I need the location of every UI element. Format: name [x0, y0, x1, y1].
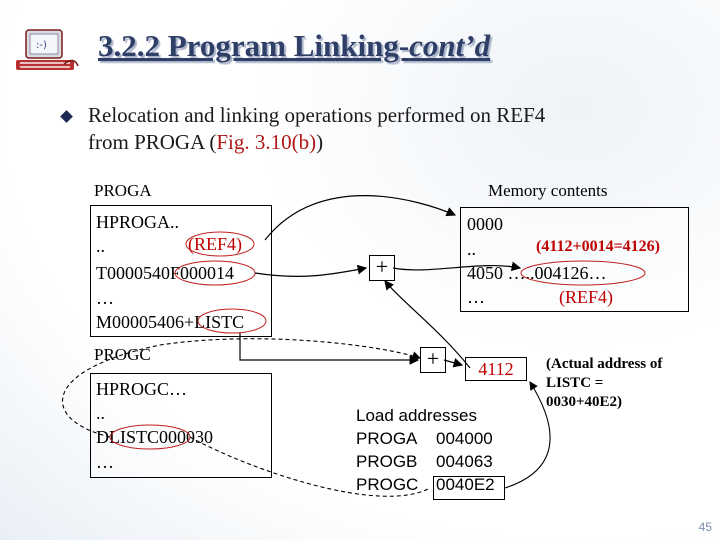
progc-d-record: DLISTC000030	[96, 427, 213, 447]
note-line-3: 0030+40E2)	[546, 394, 623, 410]
note-line-1: (Actual address of	[546, 356, 663, 372]
memory-label: Memory contents	[488, 181, 608, 200]
memory-line-1: 0000	[467, 214, 503, 234]
bullet-line-1: Relocation and linking operations perfor…	[88, 103, 546, 127]
progc-address-box	[433, 476, 505, 500]
arrow-4112-to-plus	[384, 280, 471, 369]
page-number: 45	[698, 520, 712, 534]
svg-text::-): :-)	[36, 40, 47, 51]
plus-box-1: +	[369, 255, 395, 281]
proga-line-2: ..	[96, 236, 105, 256]
bullet-line-2: from PROGA (Fig. 3.10(b))	[88, 130, 324, 154]
memory-box	[460, 207, 689, 312]
circle-memory-value	[520, 260, 646, 286]
memory-ref4: (REF4)	[559, 287, 613, 307]
proga-ref4: (REF4)	[188, 234, 242, 254]
arrow-tvalue-to-plus	[254, 264, 368, 277]
memory-line-2: ..	[467, 239, 476, 259]
arrow-ref4-to-memory	[264, 195, 457, 241]
bullet-text: Relocation and linking operations perfor…	[88, 102, 688, 156]
memory-calculation: (4112+0014=4126)	[536, 238, 661, 255]
memory-line-ellipsis: …	[467, 287, 485, 307]
dashed-arrow-progc-listc	[61, 338, 422, 438]
proga-label: PROGA	[94, 181, 152, 200]
actual-address-note: (Actual address of LISTC = 0030+40E2)	[546, 355, 662, 412]
proga-m-record: M00005406+LISTC	[96, 312, 245, 332]
circle-ref4-proga	[185, 231, 255, 257]
arrow-listc-line	[239, 333, 420, 365]
proga-line-1: HPROGA..	[96, 212, 180, 232]
proga-box	[90, 205, 272, 337]
slide-title: 3.2.2 Program Linking-cont’d	[98, 28, 491, 63]
fig-reference: Fig. 3.10(b)	[216, 130, 317, 154]
computer-logo-icon: :-)	[12, 26, 82, 76]
dashed-arrow-progc-address	[504, 381, 551, 489]
dashed-arrow-progc-to-load	[189, 436, 431, 497]
progc-line-2: ..	[96, 403, 105, 423]
circle-listc-proga	[197, 308, 267, 334]
sum-value-box: 4112	[465, 357, 527, 381]
load-heading: Load addresses	[356, 406, 477, 425]
proga-line-ellipsis: …	[96, 288, 114, 308]
circle-t-offset	[174, 260, 256, 286]
proga-t-record: T0000540F000014	[96, 263, 235, 283]
plus-box-2: +	[420, 347, 446, 373]
circle-listc-progc	[109, 424, 191, 450]
note-line-2: LISTC =	[546, 375, 604, 391]
arrow-plus-to-memory	[392, 261, 522, 272]
progc-line-ellipsis: …	[96, 452, 114, 472]
memory-line-4050: 4050 …..004126…	[467, 263, 607, 283]
progc-line-1: HPROGC…	[96, 379, 188, 399]
arrow-plus2-to-4112	[443, 358, 464, 368]
